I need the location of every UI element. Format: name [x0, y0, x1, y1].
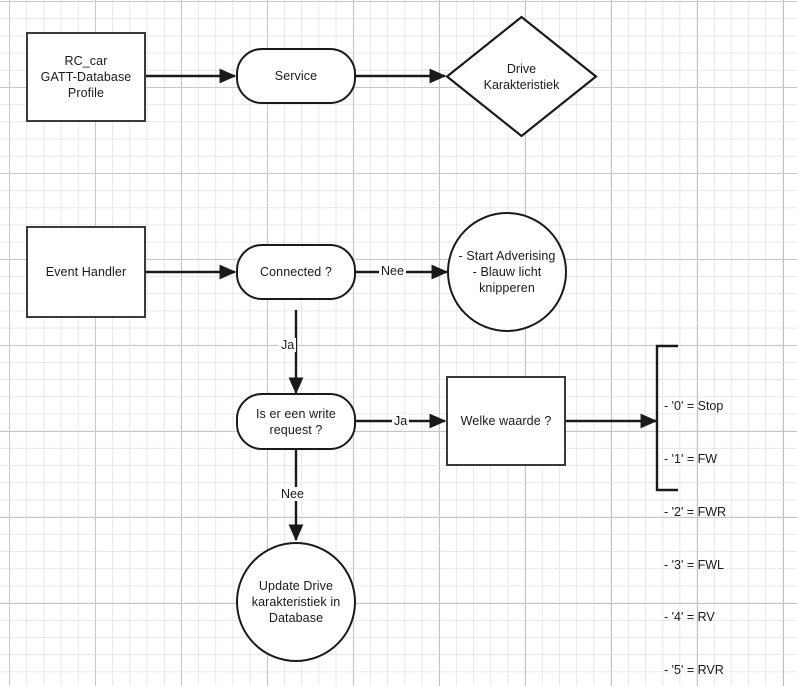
node-update-database[interactable]: Update Drive karakteristiek in Database — [236, 542, 356, 662]
node-label: - Start Adverising - Blauw licht knipper… — [458, 249, 556, 295]
node-gatt-database-profile[interactable]: RC_car GATT-Database Profile — [26, 32, 146, 122]
node-label: Service — [274, 69, 318, 83]
node-label: Drive Karakteristiek — [483, 61, 560, 92]
node-drive-karakteristiek[interactable]: Drive Karakteristiek — [445, 15, 598, 138]
node-write-request[interactable]: Is er een write request ? — [236, 393, 356, 450]
node-label: Event Handler — [45, 265, 127, 279]
value-list-item: - '4' = RV — [664, 610, 715, 625]
value-list-item: - '5' = RVR — [664, 663, 724, 678]
node-start-advertising[interactable]: - Start Adverising - Blauw licht knipper… — [447, 212, 567, 332]
edge-label-write-ja: Ja — [392, 414, 410, 428]
node-label: Is er een write request ? — [255, 406, 336, 437]
node-label: Connected ? — [260, 265, 332, 279]
value-list-item: - '1' = FW — [664, 451, 718, 466]
value-list-item: - '0' = Stop — [664, 399, 724, 414]
node-label: Welke waarde ? — [460, 414, 552, 428]
diamond-shape — [445, 15, 598, 138]
value-list-item: - '3' = FWL — [664, 557, 724, 572]
node-event-handler[interactable]: Event Handler — [26, 226, 146, 318]
node-welke-waarde[interactable]: Welke waarde ? — [446, 376, 566, 466]
edge-label-connected-ja: Ja — [279, 338, 297, 352]
edge-label-write-nee: Nee — [279, 487, 306, 501]
value-list-item: - '2' = FWR — [664, 504, 727, 519]
node-label: RC_car GATT-Database Profile — [40, 54, 132, 100]
node-connected[interactable]: Connected ? — [236, 244, 356, 300]
node-label: Update Drive karakteristiek in Database — [251, 579, 341, 625]
edge-label-connected-nee: Nee — [379, 264, 406, 278]
value-list: - '0' = Stop - '1' = FW - '2' = FWR - '3… — [664, 363, 784, 686]
node-service[interactable]: Service — [236, 48, 356, 104]
